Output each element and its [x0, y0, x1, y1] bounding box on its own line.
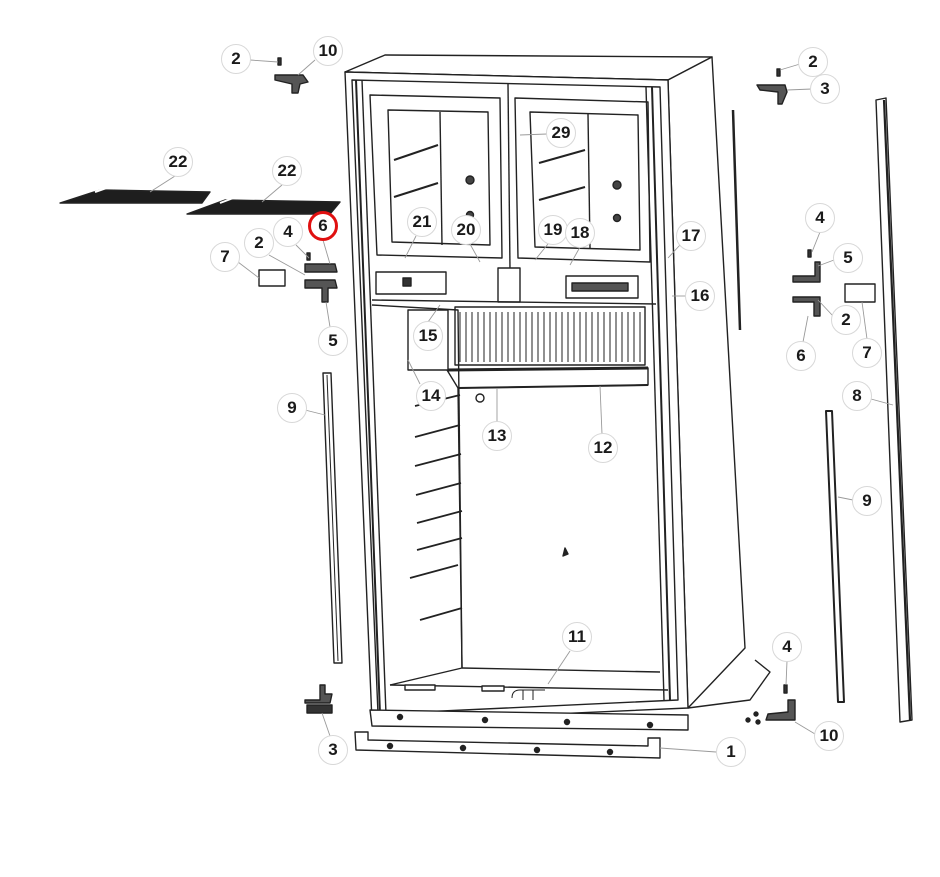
part-callout-2[interactable]: 2 — [221, 44, 251, 74]
drip-tray — [446, 366, 649, 403]
shelf-right — [186, 196, 341, 215]
part-callout-21[interactable]: 21 — [407, 207, 437, 237]
part-callout-16[interactable]: 16 — [685, 281, 715, 311]
part-callout-14[interactable]: 14 — [416, 381, 446, 411]
part-callout-19[interactable]: 19 — [538, 215, 568, 245]
part-callout-13[interactable]: 13 — [482, 421, 512, 451]
part-callout-10[interactable]: 10 — [814, 721, 844, 751]
bottom-frame — [369, 709, 689, 731]
part-callout-5[interactable]: 5 — [833, 243, 863, 273]
shelf-left — [59, 185, 211, 204]
hinge-middle-right — [792, 249, 876, 317]
part-callout-9[interactable]: 9 — [277, 393, 307, 423]
hinge-middle-left — [258, 252, 338, 303]
part-callout-22[interactable]: 22 — [163, 147, 193, 177]
part-callout-8[interactable]: 8 — [842, 381, 872, 411]
part-callout-2[interactable]: 2 — [244, 228, 274, 258]
part-callout-3[interactable]: 3 — [318, 735, 348, 765]
part-callout-7[interactable]: 7 — [210, 242, 240, 272]
part-callout-6[interactable]: 6 — [786, 341, 816, 371]
part-callout-4[interactable]: 4 — [805, 203, 835, 233]
part-callout-20[interactable]: 20 — [451, 215, 481, 245]
kick-plate — [354, 731, 661, 759]
cabinet-front-frame — [344, 71, 689, 723]
hinge-bottom-left — [304, 684, 333, 714]
control-housing — [371, 267, 657, 305]
part-callout-12[interactable]: 12 — [588, 433, 618, 463]
part-callout-9[interactable]: 9 — [852, 486, 882, 516]
door-strip-left — [322, 372, 343, 664]
part-callout-1[interactable]: 1 — [716, 737, 746, 767]
part-callout-10[interactable]: 10 — [313, 36, 343, 66]
part-callout-7[interactable]: 7 — [852, 338, 882, 368]
part-callout-15[interactable]: 15 — [413, 321, 443, 351]
hinge-top-left — [274, 57, 309, 94]
part-callout-17[interactable]: 17 — [676, 221, 706, 251]
evaporator-fins — [454, 306, 646, 366]
part-callout-4[interactable]: 4 — [273, 217, 303, 247]
part-callout-18[interactable]: 18 — [565, 218, 595, 248]
part-callout-5[interactable]: 5 — [318, 326, 348, 356]
hinge-bottom-right — [745, 684, 796, 725]
part-callout-4[interactable]: 4 — [772, 632, 802, 662]
part-callout-11[interactable]: 11 — [562, 622, 592, 652]
part-callout-22[interactable]: 22 — [272, 156, 302, 186]
hinge-top-right — [756, 68, 788, 105]
door-strip-right — [825, 410, 845, 703]
part-callout-29[interactable]: 29 — [546, 118, 576, 148]
part-callout-6-highlighted[interactable]: 6 — [308, 211, 338, 241]
leader-lines — [149, 59, 894, 753]
part-callout-2[interactable]: 2 — [831, 305, 861, 335]
part-callout-2[interactable]: 2 — [798, 47, 828, 77]
part-callout-3[interactable]: 3 — [810, 74, 840, 104]
door-trim-long — [875, 97, 913, 723]
